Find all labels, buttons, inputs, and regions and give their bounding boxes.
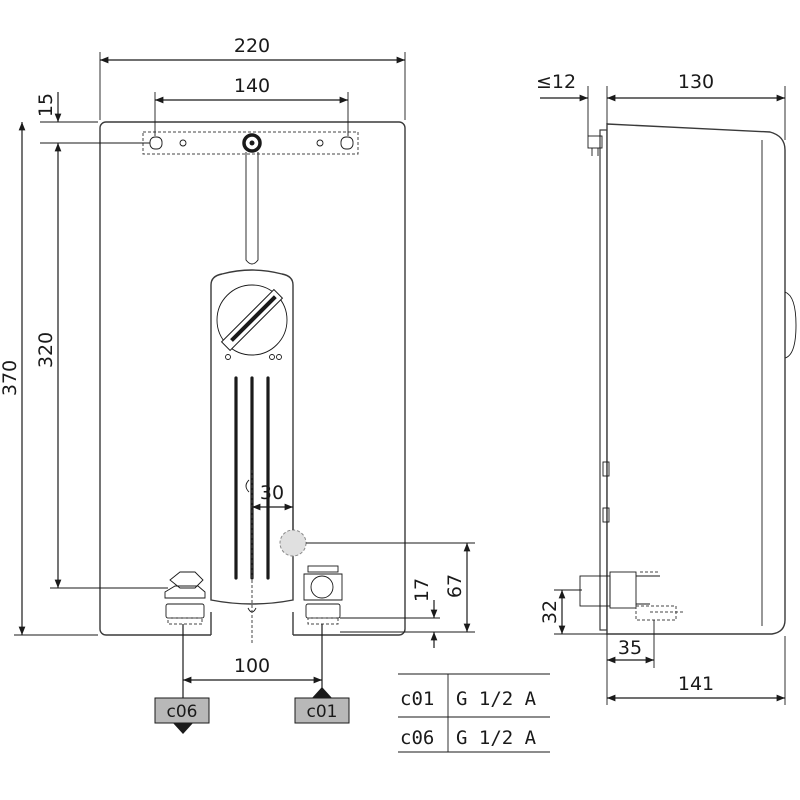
rotary-knob bbox=[216, 284, 288, 356]
side-clip-1 bbox=[602, 461, 610, 477]
dim-35: 35 bbox=[618, 637, 642, 659]
dim-12: ≤12 bbox=[536, 71, 576, 93]
dim-141: 141 bbox=[678, 673, 714, 695]
dim-220: 220 bbox=[234, 35, 270, 57]
thread-table: c01 G 1/2 A c06 G 1/2 A bbox=[398, 673, 550, 753]
right-water-fitting bbox=[303, 565, 343, 625]
center-mount-hole-inner bbox=[249, 140, 255, 146]
front-notch-outline bbox=[210, 612, 294, 635]
bracket-hole-left bbox=[179, 139, 187, 147]
indicator-dot-left bbox=[225, 354, 231, 360]
side-clip-2 bbox=[602, 507, 610, 523]
tag-c06: c06 bbox=[154, 697, 210, 734]
hidden-fitting bbox=[279, 529, 307, 557]
thread-row-2-code: c06 bbox=[400, 727, 434, 749]
front-view: 220 140 15 370 320 30 100 67 bbox=[0, 35, 475, 734]
left-water-fitting bbox=[164, 571, 206, 625]
side-water-fitting bbox=[579, 571, 684, 621]
bracket-hole-right bbox=[316, 139, 324, 147]
wall-plate bbox=[599, 129, 608, 631]
dim-17: 17 bbox=[411, 578, 433, 602]
dim-130: 130 bbox=[678, 71, 714, 93]
tag-c06-label: c06 bbox=[167, 702, 198, 722]
indicator-dot-right-1 bbox=[269, 354, 275, 360]
side-knob-bump bbox=[784, 291, 797, 359]
knob-handle bbox=[220, 288, 284, 352]
side-view: ≤12 130 32 35 141 bbox=[536, 71, 797, 705]
dim-140: 140 bbox=[234, 75, 270, 97]
side-mount-screw bbox=[587, 135, 603, 149]
bracket-slot-right bbox=[340, 136, 354, 150]
side-housing bbox=[606, 123, 786, 635]
thread-row-2-spec: G 1/2 A bbox=[456, 727, 537, 749]
thread-row-1-spec: G 1/2 A bbox=[456, 688, 537, 710]
small-clip bbox=[245, 479, 250, 493]
stem bbox=[245, 152, 259, 265]
dim-30: 30 bbox=[260, 482, 284, 504]
indicator-dot-right-2 bbox=[276, 354, 282, 360]
dim-15: 15 bbox=[35, 93, 57, 117]
dim-370: 370 bbox=[0, 360, 21, 396]
tag-c01-label: c01 bbox=[307, 702, 338, 722]
dim-100: 100 bbox=[234, 655, 270, 677]
dim-32: 32 bbox=[539, 600, 561, 624]
dim-67: 67 bbox=[444, 574, 466, 598]
thread-row-1-code: c01 bbox=[400, 688, 434, 710]
tag-c01: c01 bbox=[294, 687, 350, 724]
dim-320: 320 bbox=[35, 332, 57, 368]
